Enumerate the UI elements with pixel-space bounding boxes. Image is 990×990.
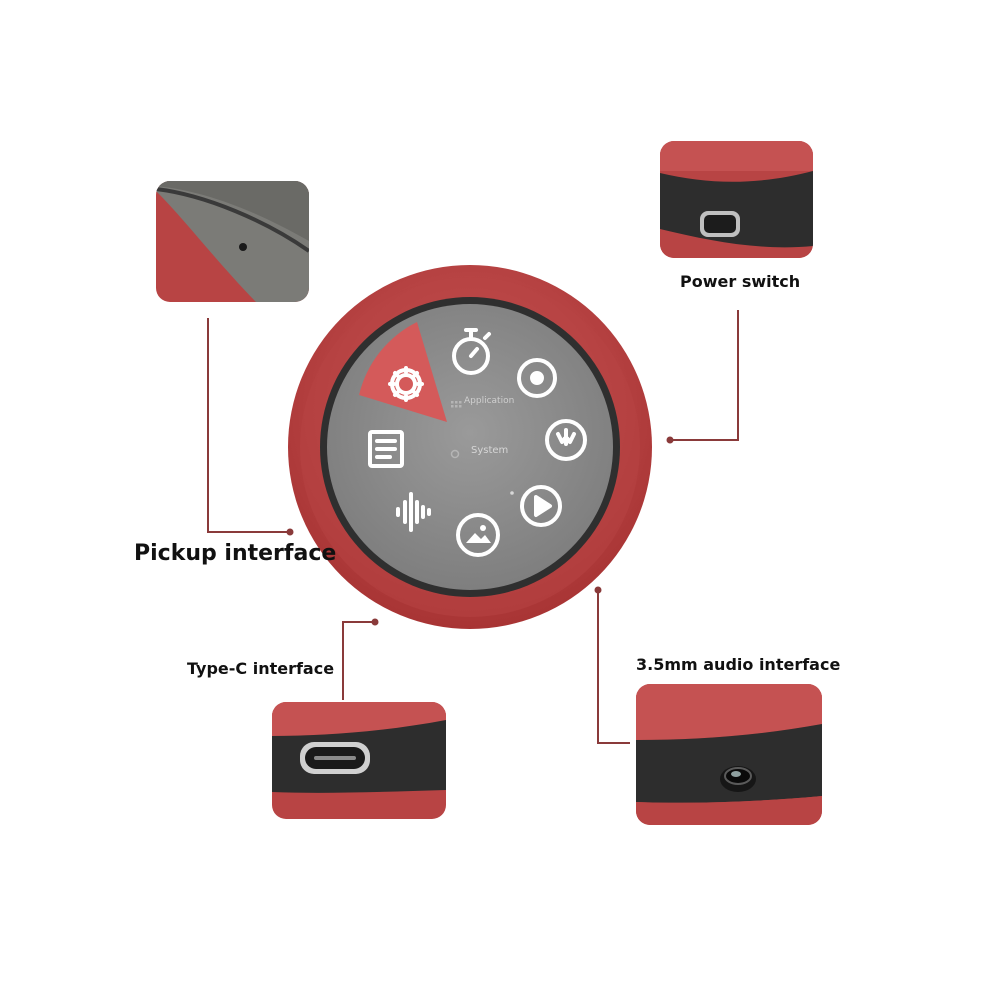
settings-gear-icon[interactable]	[388, 366, 424, 402]
pickup-interface-label: Pickup interface	[134, 541, 337, 566]
leader-line-audio	[597, 590, 630, 744]
system-label: System	[471, 445, 509, 456]
document-icon[interactable]	[368, 430, 404, 468]
typec-interface-label: Type-C interface	[187, 659, 335, 678]
power-switch-label: Power switch	[680, 272, 801, 291]
screen-icons	[368, 328, 587, 557]
application-label: Application	[464, 396, 515, 406]
power-switch-closeup	[660, 141, 813, 258]
pickup-closeup	[156, 181, 309, 302]
system-gear-icon	[450, 449, 460, 459]
pickup-hole	[239, 243, 247, 251]
leader-line-pickup	[207, 318, 290, 533]
gauge-icon[interactable]	[545, 419, 587, 461]
leader-line-typec	[342, 621, 375, 700]
disc-icon[interactable]	[517, 358, 557, 398]
waveform-icon[interactable]	[396, 492, 431, 532]
audio-interface-label: 3.5mm audio interface	[636, 655, 841, 674]
image-icon[interactable]	[456, 513, 500, 557]
app-grid-icon	[451, 401, 462, 408]
leader-line-power	[670, 310, 739, 441]
audio-jack-closeup	[636, 684, 822, 825]
timer-icon[interactable]	[452, 328, 491, 375]
play-icon[interactable]	[520, 485, 562, 527]
typec-closeup	[272, 702, 446, 819]
